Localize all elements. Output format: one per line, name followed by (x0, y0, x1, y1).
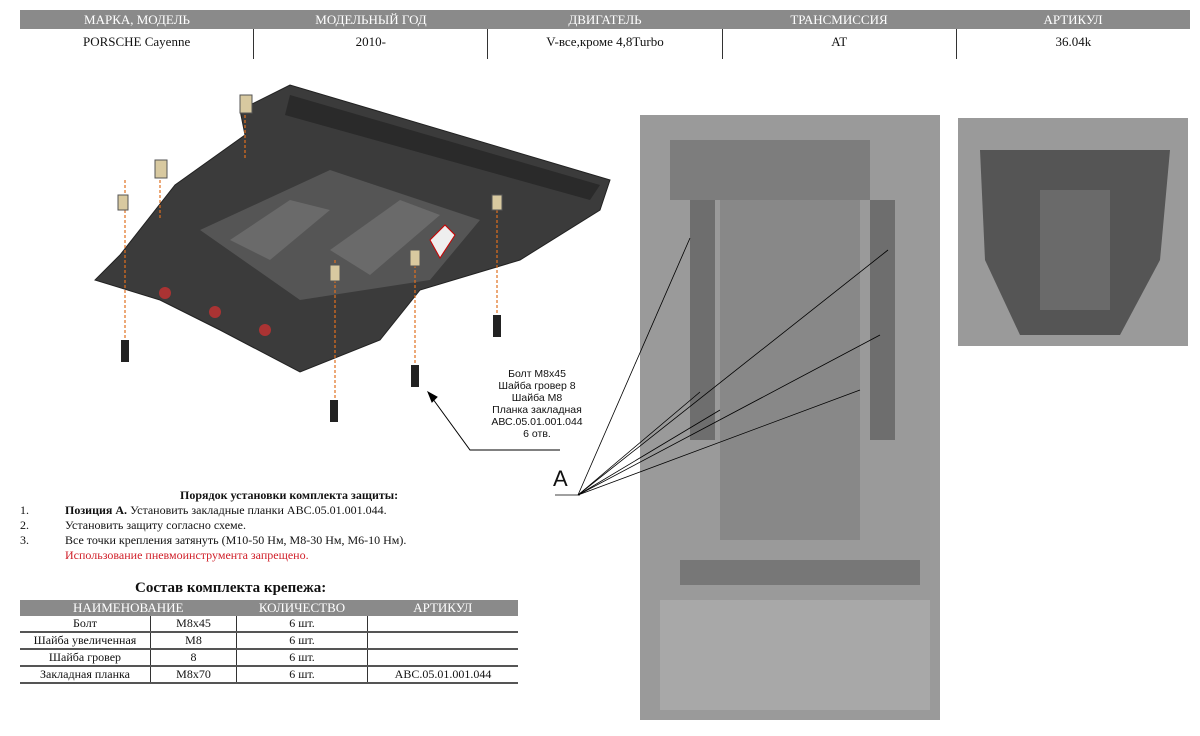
header-brand: МАРКА, МОДЕЛЬ (84, 12, 190, 27)
header-transmission: ТРАНСМИССИЯ (790, 12, 888, 27)
callout-line: АВС.05.01.001.044 (491, 416, 583, 428)
callout-leader (427, 390, 560, 451)
header-engine: ДВИГАТЕЛЬ (568, 12, 642, 27)
position-a-label: A (553, 466, 568, 491)
installed-plate-photo (958, 118, 1188, 346)
undercarriage-photo (640, 115, 940, 720)
callout-line: Болт М8х45 (508, 368, 566, 380)
skid-plate-drawing (94, 84, 611, 422)
callout-line: Шайба гровер 8 (498, 380, 576, 392)
instruction-item: 3.Все точки крепления затянуть (М10-50 Н… (20, 533, 407, 547)
value-engine: V-все,кроме 4,8Turbo (487, 29, 721, 59)
kit-title: Состав комплекта крепежа: (135, 580, 327, 596)
header-article: АРТИКУЛ (1043, 12, 1103, 27)
value-transmission: AT (721, 29, 956, 59)
warning-text: Использование пневмоинструмента запрещен… (65, 548, 309, 562)
header-year: МОДЕЛЬНЫЙ ГОД (315, 12, 427, 27)
instructions-title: Порядок установки комплекта защиты: (180, 488, 399, 502)
callout-line: Планка закладная (492, 404, 582, 416)
spec-table-row: PORSCHE Cayenne 2010- V-все,кроме 4,8Tur… (20, 29, 1190, 59)
callout-line: Шайба М8 (511, 392, 563, 404)
spec-table-header: МАРКА, МОДЕЛЬ МОДЕЛЬНЫЙ ГОД ДВИГАТЕЛЬ ТР… (20, 10, 1190, 29)
value-year: 2010- (253, 29, 487, 59)
callout-line: 6 отв. (523, 428, 551, 440)
value-article: 36.04k (955, 29, 1190, 59)
kit-header-row: НАИМЕНОВАНИЕ КОЛИЧЕСТВО АРТИКУЛ (20, 600, 518, 616)
value-brand: PORSCHE Cayenne (82, 34, 191, 49)
instruction-item: 1.Позиция А. Установить закладные планки… (20, 503, 387, 517)
fastener-callout: Болт М8х45 Шайба гровер 8 Шайба М8 Планк… (472, 368, 602, 440)
instruction-item: 2.Установить защиту согласно схеме. (20, 518, 246, 532)
position-a-leaders (555, 237, 889, 496)
